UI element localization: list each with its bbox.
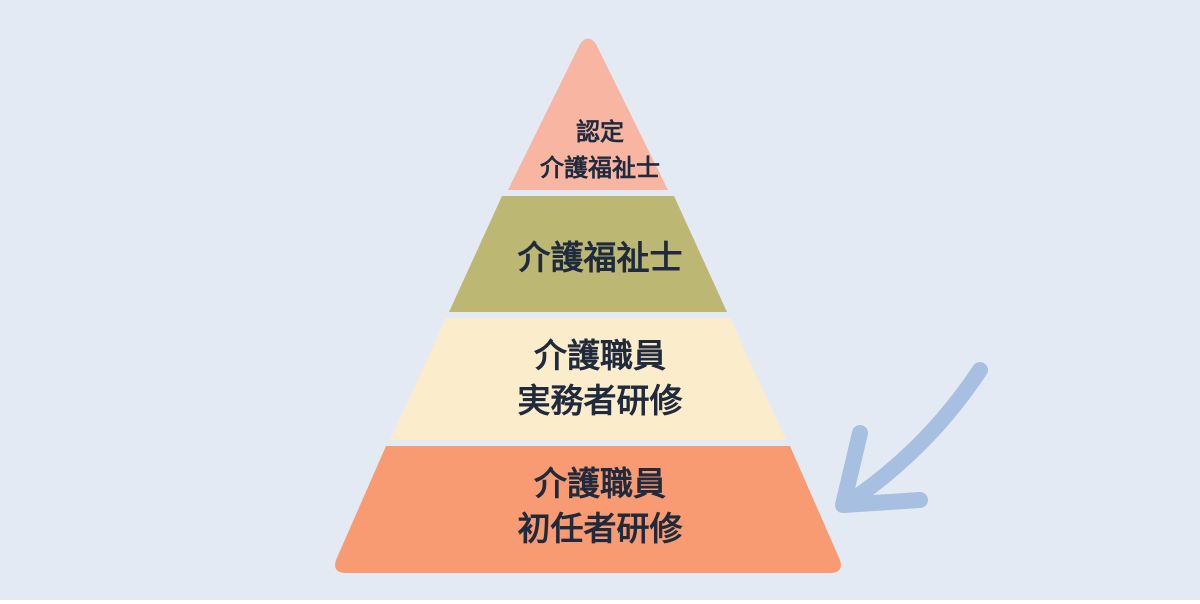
level-label-line: 介護福祉士 [517, 238, 683, 277]
level-label-2: 介護福祉士 [0, 238, 1200, 278]
level-label-line: 介護福祉士 [540, 154, 660, 182]
pyramid-level-bottom [335, 446, 841, 573]
arrow-head [835, 425, 928, 513]
pyramid-level-top [508, 38, 668, 190]
level-label-line: 認定 [576, 118, 624, 146]
level-label-line: 初任者研修 [517, 508, 683, 548]
pyramid-level-3 [390, 318, 786, 440]
level-label-line: 実務者研修 [517, 380, 683, 420]
pointer-arrow-icon [835, 362, 988, 513]
level-label-bottom: 介護職員 初任者研修 [0, 462, 1200, 551]
level-label-top: 認定 介護福祉士 [0, 114, 1200, 186]
arrow-shaft [837, 362, 988, 513]
level-label-line: 介護職員 [534, 464, 666, 503]
pyramid-level-2 [449, 196, 727, 312]
level-label-line: 介護職員 [534, 336, 666, 375]
level-label-3: 介護職員 実務者研修 [0, 334, 1200, 423]
